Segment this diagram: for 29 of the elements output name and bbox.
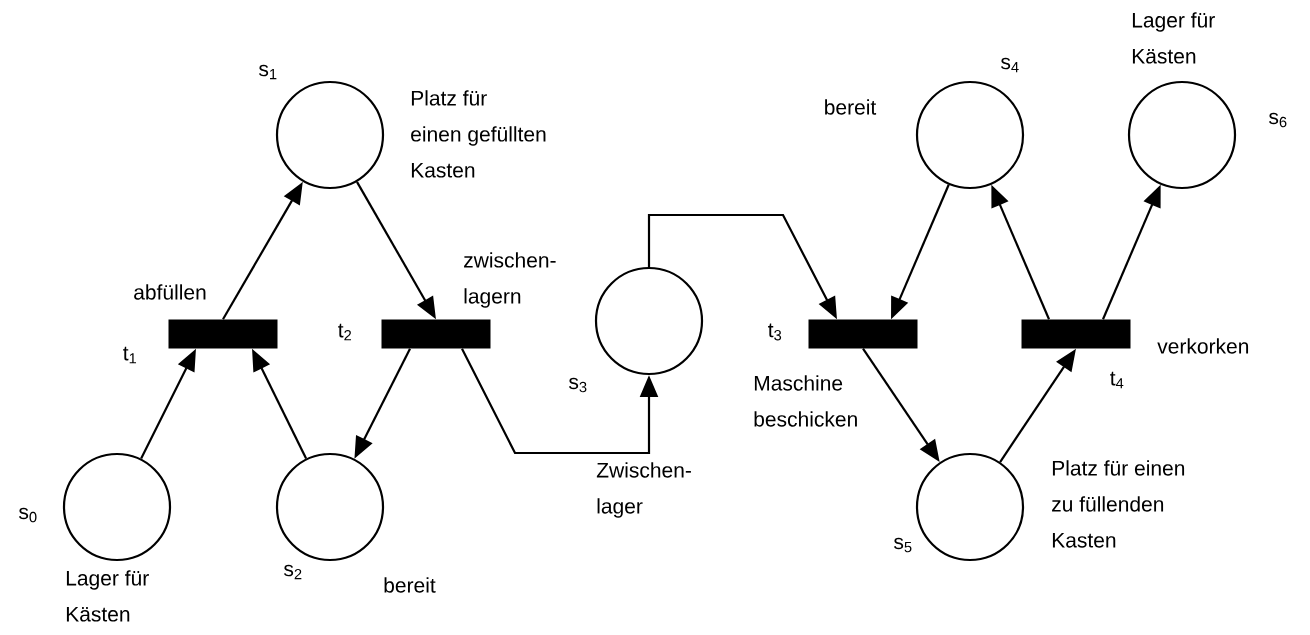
place-label: Platz für einen zu füllenden Kasten (1052, 460, 1185, 548)
place-name: s$_{1}$ (259, 64, 277, 80)
place-name: s$_{2}$ (284, 564, 302, 580)
place-name: s$_{3}$ (569, 377, 587, 393)
place-label: Platz für einen gefüllten Kasten (411, 90, 546, 178)
transition-name: t$_{4}$ (1110, 371, 1124, 389)
place-circle (915, 452, 1025, 562)
transition-label: verkorken (1157, 338, 1249, 354)
place-circle (62, 452, 172, 562)
place-label: bereit (825, 99, 877, 115)
transition-label: abfüllen (134, 284, 206, 300)
place-name: s$_{0}$ (19, 507, 37, 523)
place-name: s$_{4}$ (1001, 57, 1019, 73)
place-name: s$_{5}$ (894, 537, 912, 553)
place-label: Lager für Kästen (66, 570, 149, 622)
place-circle (1127, 80, 1237, 190)
place-circle (915, 80, 1025, 190)
place-label: Lager für Kästen (1132, 12, 1215, 64)
place-label: Zwischen- lager (596, 462, 691, 518)
transition-name: t$_{1}$ (123, 346, 137, 364)
place-label: bereit (384, 577, 436, 593)
place-circle (594, 266, 704, 376)
place-circle (275, 452, 385, 562)
transition-name: t$_{3}$ (768, 323, 782, 341)
transition-name: t$_{2}$ (338, 323, 351, 341)
transition-label: zwischen- lagern (464, 252, 556, 308)
place-circle (275, 80, 385, 190)
place-name: s$_{6}$ (1269, 112, 1287, 128)
transition-label: Maschine beschicken (754, 375, 857, 427)
